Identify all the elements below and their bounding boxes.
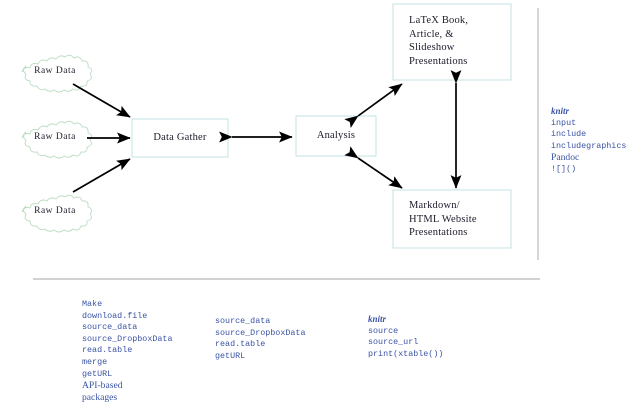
box-data-gather [131,118,229,158]
code-line: input [551,117,577,128]
code-line: source [368,325,399,336]
code-line: source_url [368,337,419,348]
code-line: includegraphics [551,140,627,151]
raw-data-cloud-3 [21,194,93,233]
code-line: include [551,129,587,140]
arrow-analysis-markdown [344,146,403,189]
code-line: merge [82,356,108,367]
code-line: getURL [82,368,113,379]
code-line: packages [82,391,118,402]
code-line: source_data [82,322,138,333]
code-line: knitr [551,106,570,116]
label-markdown-output: Markdown/ HTML Website Presentations [409,200,477,238]
raw-data-label-2: Raw Data [34,132,76,142]
raw-data-label-3: Raw Data [34,206,76,216]
code-line: knitr [368,314,387,324]
code-line: source_DropboxData [215,327,306,338]
code-line: source_data [215,316,271,326]
code-line: source_DropboxData [82,333,173,344]
code-line: API-based [82,380,123,392]
code-line: download.file [82,310,148,321]
code-line: getURL [215,350,246,361]
code-line: ![]() [551,163,577,174]
arrow-raw1-to-gather [72,83,131,118]
arrow-raw3-to-gather [72,158,131,193]
label-data-gather: Data Gather [153,132,207,143]
box-markdown-output [392,189,512,249]
code-line: Make [82,299,103,309]
code-line: print(xtable()) [368,348,444,359]
code-line: Pandoc [551,152,580,164]
code-line: read.table [82,345,133,356]
raw-data-cloud-1 [21,54,93,93]
arrow-analysis-latex [344,83,403,128]
code-line: read.table [215,339,266,350]
label-latex-output: LaTeX Book, Article, & Slideshow Present… [409,15,469,67]
raw-data-cloud-2 [21,120,93,159]
raw-data-label-1: Raw Data [34,66,76,76]
box-latex-output [392,3,512,81]
label-analysis: Analysis [316,130,356,141]
